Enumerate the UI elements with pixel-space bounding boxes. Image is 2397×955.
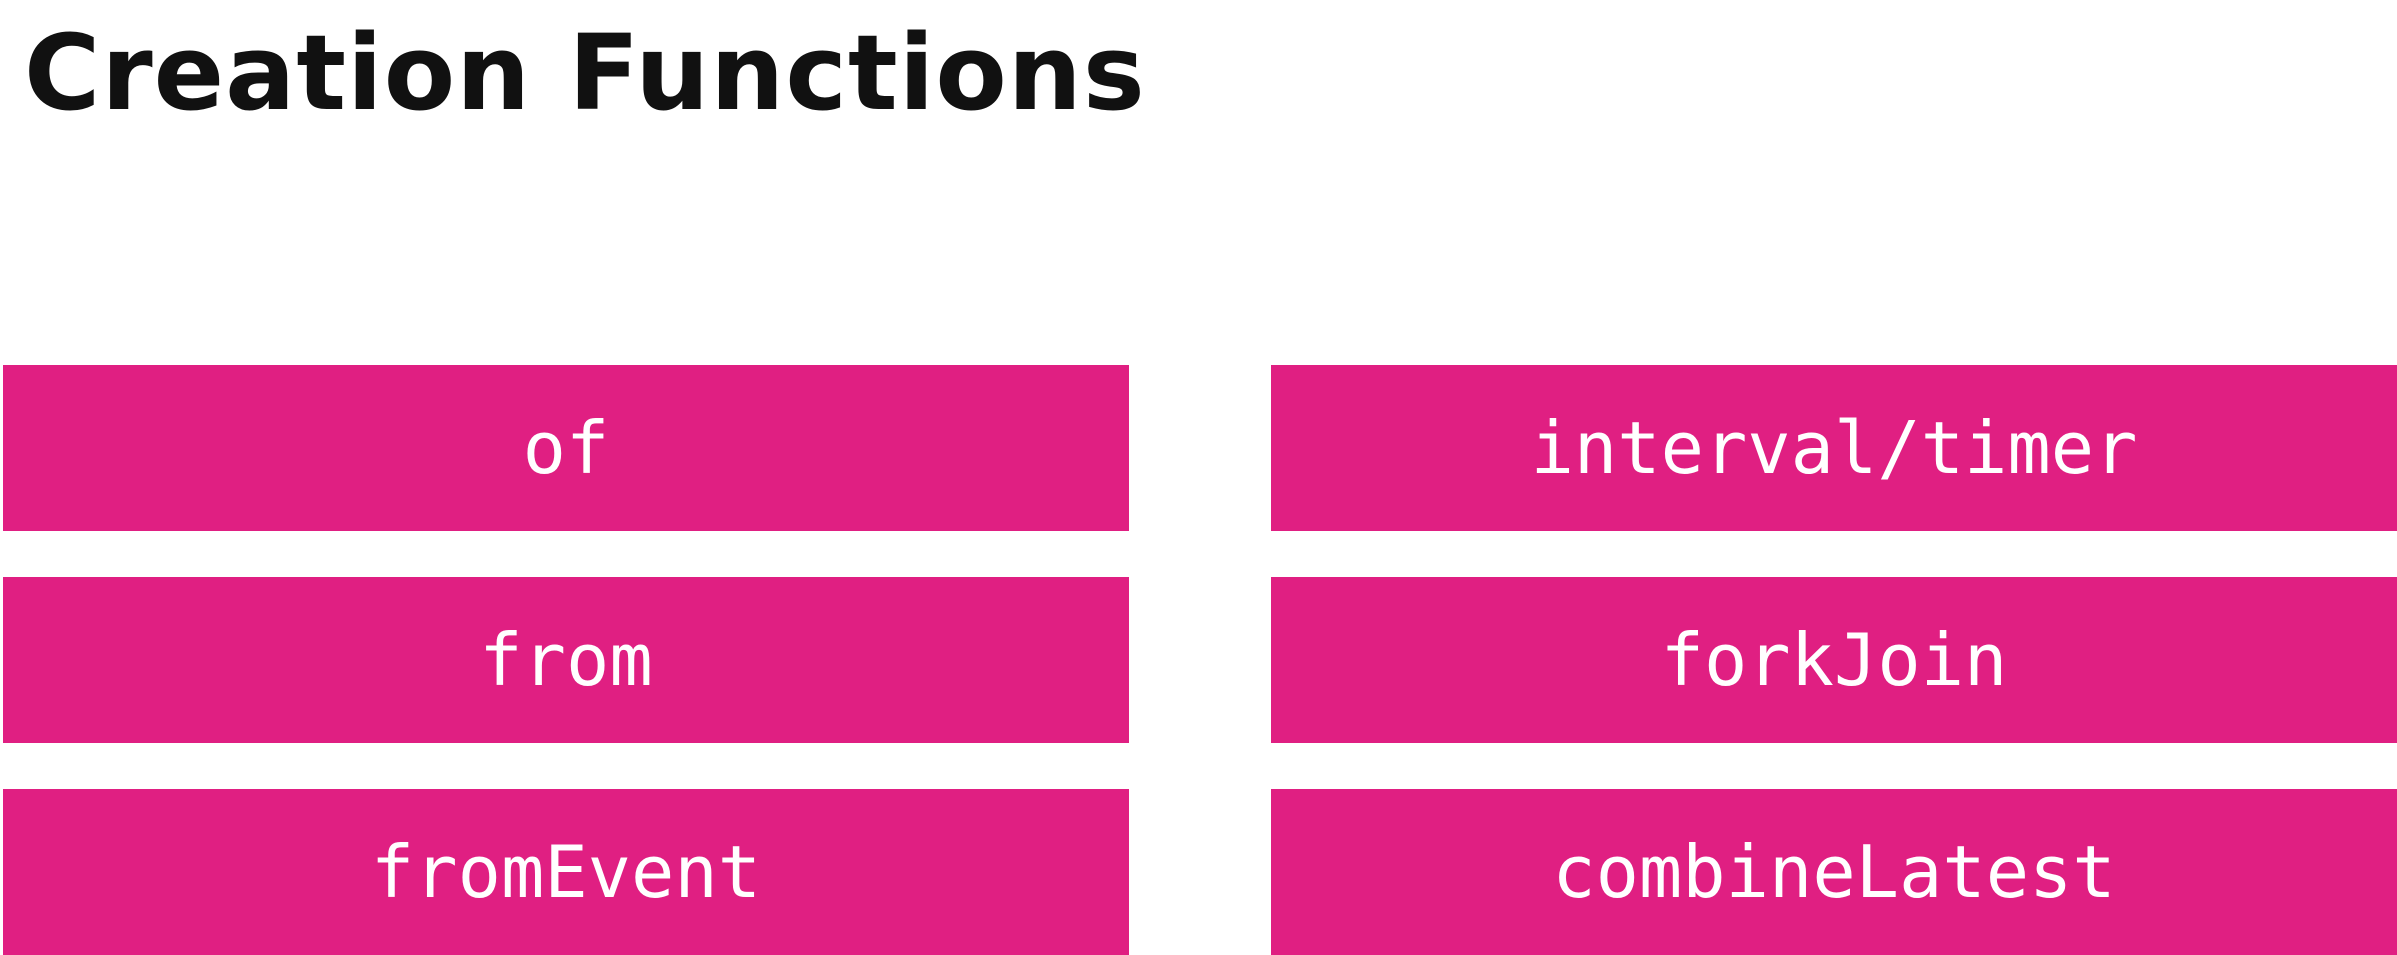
- page-title: Creation Functions: [24, 12, 1146, 134]
- left-function-column: of from fromEvent: [3, 365, 1129, 955]
- function-label: of: [522, 406, 610, 490]
- function-box-interval-timer: interval/timer: [1271, 365, 2397, 531]
- function-label: interval/timer: [1530, 406, 2138, 490]
- function-box-from-event: fromEvent: [3, 789, 1129, 955]
- function-box-combine-latest: combineLatest: [1271, 789, 2397, 955]
- function-label: fromEvent: [370, 830, 762, 914]
- function-label: from: [479, 618, 653, 702]
- function-box-fork-join: forkJoin: [1271, 577, 2397, 743]
- function-label: forkJoin: [1660, 618, 2008, 702]
- right-function-column: interval/timer forkJoin combineLatest: [1271, 365, 2397, 955]
- function-box-of: of: [3, 365, 1129, 531]
- function-box-from: from: [3, 577, 1129, 743]
- function-label: combineLatest: [1552, 830, 2116, 914]
